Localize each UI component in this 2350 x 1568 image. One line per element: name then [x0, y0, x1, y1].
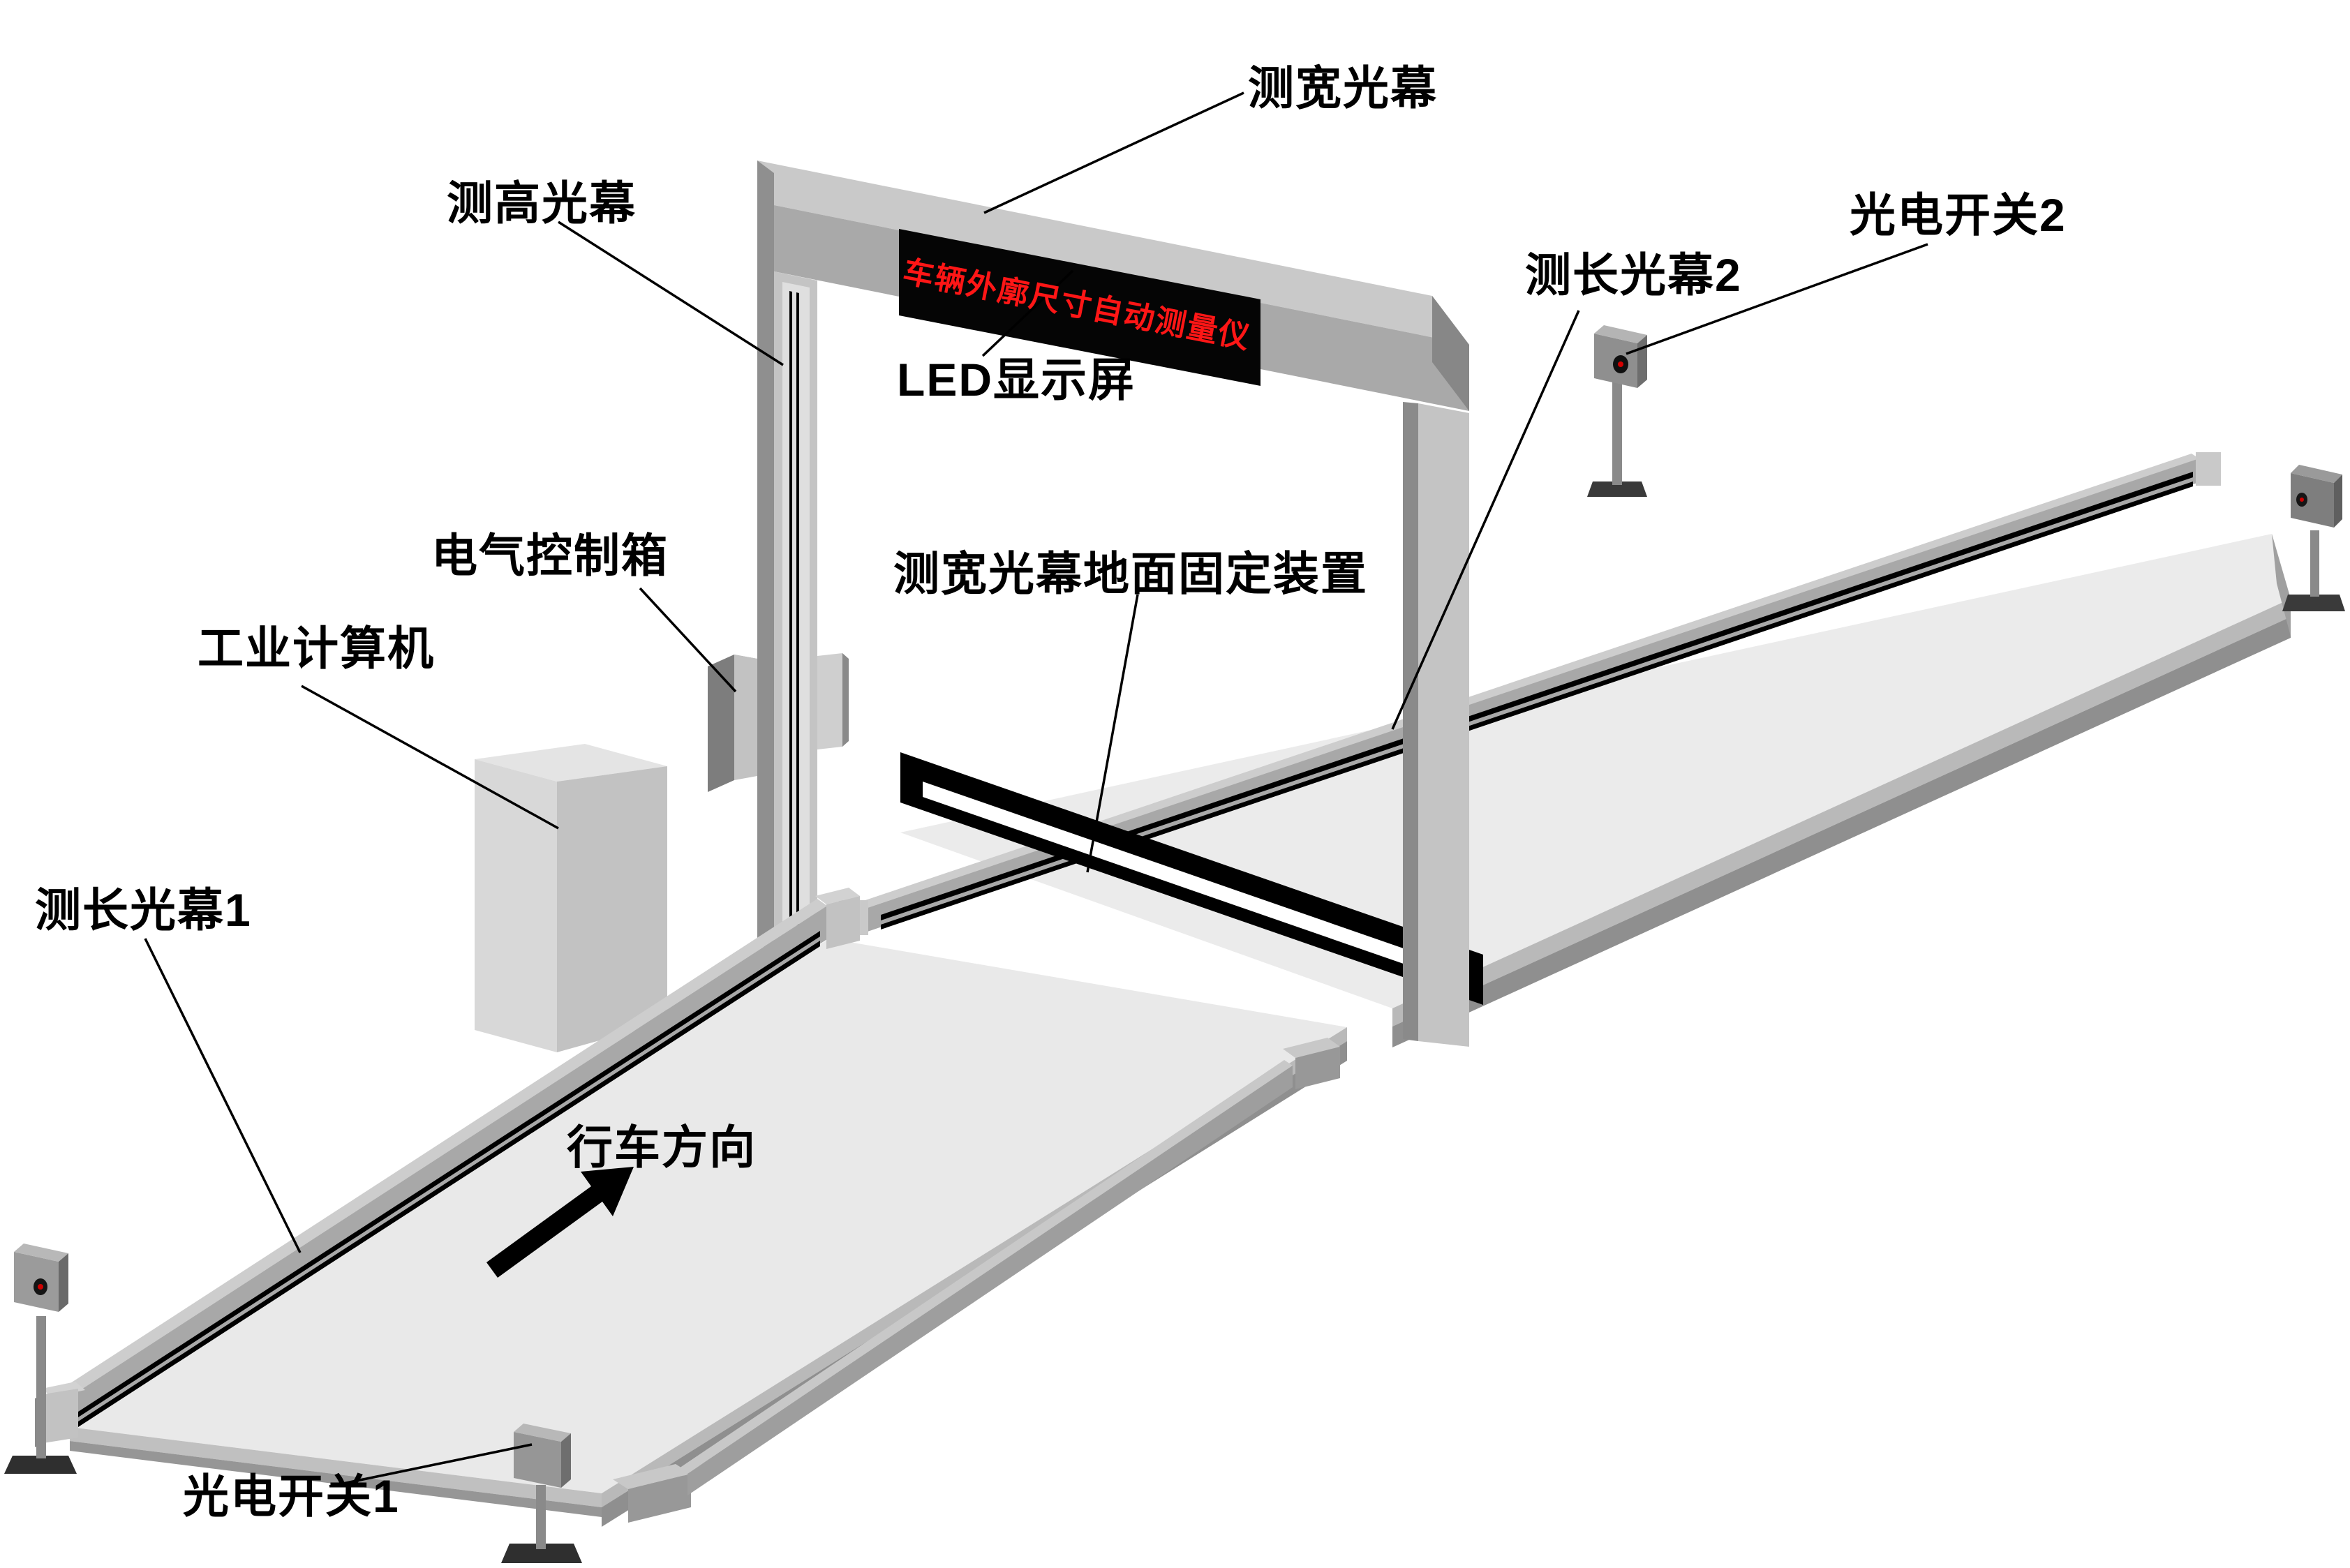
label-industrial-computer: 工业计算机 — [198, 622, 435, 674]
driving-direction-arrow-icon — [486, 1167, 634, 1278]
height-curtain-beam-line — [796, 292, 799, 925]
leader-length-curtain-1 — [144, 938, 302, 1253]
led-display-panel — [899, 229, 1260, 386]
photo-switch-1 — [501, 1424, 582, 1563]
photo-switch-1-receiver — [4, 1244, 77, 1474]
gantry-left-column — [757, 160, 817, 949]
leader-lines — [144, 91, 1928, 1488]
leader-photo-switch-2 — [1626, 243, 1928, 355]
industrial-computer-cabinet — [475, 744, 667, 1052]
leader-height-curtain — [558, 221, 784, 366]
leader-industrial-computer — [301, 685, 559, 830]
width-curtain-ground-fixture — [900, 752, 1483, 1005]
label-photo-switch-2: 光电开关2 — [1850, 189, 2067, 241]
leader-led-display — [981, 269, 1074, 357]
front-edge-rail — [613, 1038, 1340, 1523]
height-curtain-strip — [782, 282, 810, 934]
sensor-led-dot-icon — [38, 1284, 43, 1290]
roadway-left-slab — [70, 939, 1347, 1527]
label-length-curtain-2: 测长光幕2 — [1525, 249, 1742, 301]
height-curtain-beam-line — [789, 291, 792, 927]
label-length-curtain-1: 测长光幕1 — [35, 884, 252, 936]
label-width-curtain: 测宽光幕 — [1248, 62, 1438, 114]
label-height-curtain: 测高光幕 — [447, 177, 637, 229]
sensor-led-dot-icon — [2300, 498, 2304, 502]
length-curtain-1-rail — [35, 888, 860, 1447]
length-curtain-2-rail — [835, 452, 2221, 939]
sensor-led-dot-icon — [1618, 361, 1623, 367]
label-ground-fixture: 测宽光幕地面固定装置 — [893, 548, 1368, 599]
electric-control-box — [708, 653, 849, 792]
roadway-right-slab — [900, 534, 2291, 1047]
leader-width-curtain — [983, 91, 1244, 214]
photo-switch-2-receiver — [2282, 465, 2345, 611]
label-photo-switch-1: 光电开关1 — [183, 1470, 400, 1522]
gantry-frame — [708, 160, 1469, 1047]
label-led-display: LED显示屏 — [897, 354, 1136, 405]
leader-ground-fixture — [1086, 594, 1139, 873]
gantry-right-column — [1403, 402, 1469, 1047]
label-driving-direction: 行车方向 — [567, 1121, 757, 1173]
label-electric-control-box: 电气控制箱 — [431, 530, 669, 581]
photo-switch-2 — [1587, 325, 1647, 497]
leader-photo-switch-1 — [329, 1443, 533, 1488]
leader-length-curtain-2 — [1391, 310, 1580, 730]
leader-electric-control-box — [639, 587, 737, 693]
